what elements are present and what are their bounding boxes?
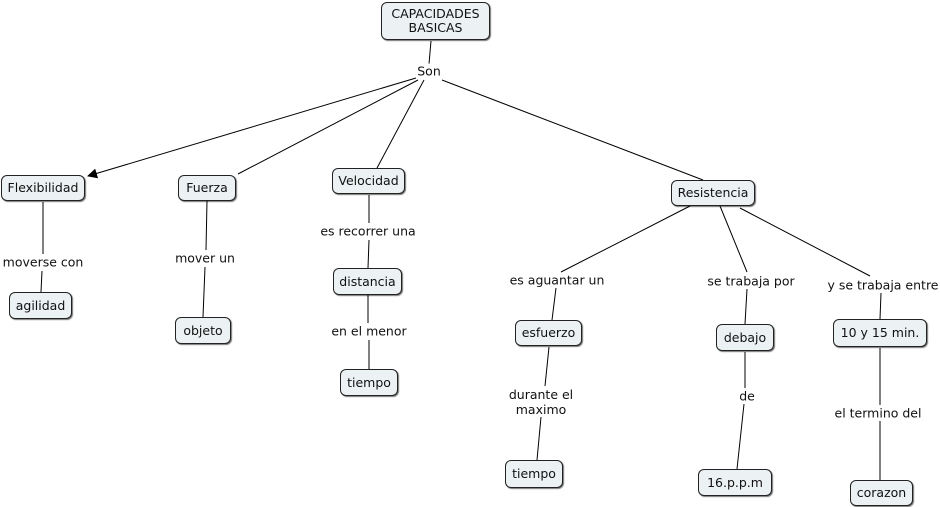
line-son-fuerza bbox=[237, 79, 419, 175]
concept-distancia[interactable]: distancia bbox=[333, 268, 402, 295]
link-durante-el-maximo: durante el maximo bbox=[507, 387, 575, 417]
concept-agilidad[interactable]: agilidad bbox=[9, 292, 72, 319]
concept-tiempo[interactable]: tiempo bbox=[505, 460, 563, 488]
line-son-flexibilidad bbox=[87, 77, 417, 179]
link-el-termino-del: el termino del bbox=[833, 405, 923, 421]
line-son-resistencia bbox=[441, 79, 704, 181]
link-son: Son bbox=[416, 63, 442, 79]
link-moverse-con: moverse con bbox=[1, 254, 85, 270]
line-esfuerzo-durante bbox=[544, 346, 550, 387]
link-es-recorrer-una: es recorrer una bbox=[319, 223, 417, 239]
concept-flexibilidad[interactable]: Flexibilidad bbox=[1, 175, 85, 201]
link-se-trabaja-por: se trabaja por bbox=[706, 273, 796, 289]
line-y-se-trabaja-rango bbox=[879, 292, 882, 320]
line-es-aguantar-esfuerzo bbox=[551, 287, 557, 321]
concept-16ppm[interactable]: 16.p.p.m bbox=[698, 469, 772, 496]
line-resistencia-es-aguantar bbox=[560, 205, 691, 273]
link-y-se-trabaja-entre: y se trabaja entre bbox=[826, 277, 940, 293]
line-se-trabaja-debajo bbox=[744, 288, 748, 325]
concept-10-y-15-min[interactable]: 10 y 15 min. bbox=[833, 319, 927, 347]
line-resistencia-se-trabaja bbox=[719, 205, 748, 273]
concept-objeto[interactable]: objeto bbox=[175, 317, 231, 344]
line-moverse-agilidad bbox=[40, 270, 43, 293]
line-durante-tiempo bbox=[536, 416, 542, 461]
concept-fuerza[interactable]: Fuerza bbox=[178, 175, 236, 201]
concept-corazon[interactable]: corazon bbox=[850, 480, 913, 506]
link-es-aguantar-un: es aguantar un bbox=[508, 272, 606, 288]
line-root-son bbox=[428, 40, 432, 65]
line-es-recorrer-distancia bbox=[367, 239, 370, 269]
line-fuerza-mover bbox=[205, 200, 208, 251]
line-resistencia-y-se-trabaja bbox=[739, 207, 871, 277]
link-mover-un: mover un bbox=[174, 250, 236, 266]
concept-debajo[interactable]: debajo bbox=[716, 324, 774, 351]
line-mover-objeto bbox=[202, 266, 206, 318]
link-en-el-menor: en el menor bbox=[330, 323, 408, 339]
concept-capacidades-basicas[interactable]: CAPACIDADES BASICAS bbox=[381, 2, 490, 40]
line-son-velocidad bbox=[376, 79, 425, 169]
line-de-ppm bbox=[736, 403, 745, 470]
concept-tiempo[interactable]: tiempo bbox=[340, 369, 398, 396]
concept-resistencia[interactable]: Resistencia bbox=[671, 180, 755, 206]
concept-esfuerzo[interactable]: esfuerzo bbox=[515, 320, 582, 346]
concept-velocidad[interactable]: Velocidad bbox=[332, 168, 405, 194]
link-de: de bbox=[738, 388, 756, 404]
